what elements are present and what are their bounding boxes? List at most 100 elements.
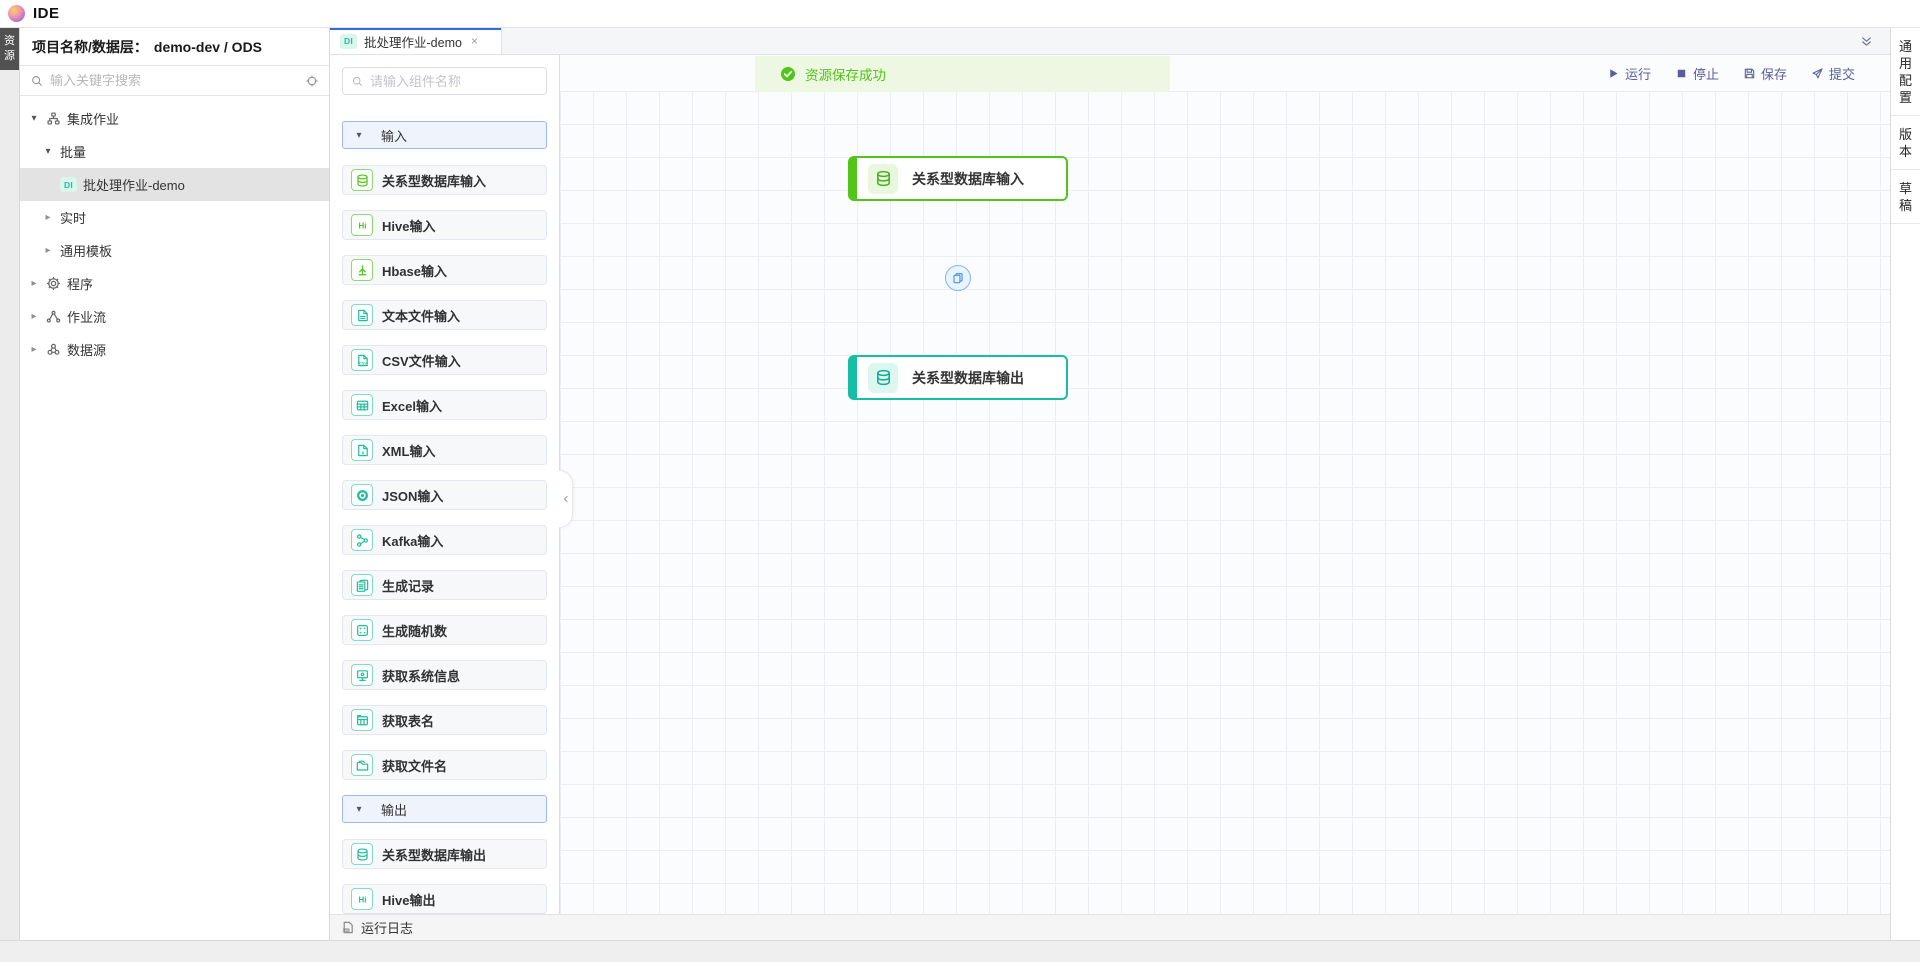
- tree-item[interactable]: ▸作业流: [20, 300, 329, 333]
- palette-item-label: Kafka输入: [382, 533, 444, 549]
- tree-item-label: 批量: [60, 145, 87, 160]
- chevron-right-icon[interactable]: ▸: [31, 344, 37, 355]
- tree-item-label: 实时: [60, 211, 87, 226]
- chevron-down-icon[interactable]: ▾: [31, 113, 37, 124]
- run-log-label: 运行日志: [361, 921, 414, 936]
- tree-item[interactable]: ▸通用模板: [20, 234, 329, 267]
- palette-item[interactable]: Hive输入: [342, 210, 547, 240]
- dice-icon: [351, 619, 373, 641]
- palette-item[interactable]: 获取文件名: [342, 750, 547, 780]
- tree-item-label: 集成作业: [67, 112, 120, 127]
- palette-item-label: 获取文件名: [382, 758, 448, 774]
- palette-item-label: 生成记录: [382, 578, 435, 594]
- tab-batch-job-demo[interactable]: DI 批处理作业-demo ×: [330, 28, 502, 54]
- palette-search-input[interactable]: [370, 73, 538, 89]
- hbase-icon: [355, 263, 370, 278]
- palette-item[interactable]: 生成记录: [342, 570, 547, 600]
- db-icon: [351, 843, 373, 865]
- tree-item[interactable]: ▾ 批量: [20, 135, 329, 168]
- hive-icon: [351, 214, 373, 236]
- node-relational-db-output[interactable]: 关系型数据库输出: [848, 355, 1068, 400]
- palette-item[interactable]: 生成随机数: [342, 615, 547, 645]
- send-button[interactable]: 提交: [1811, 64, 1855, 83]
- palette-item-label: Hive输出: [382, 892, 436, 908]
- palette-item[interactable]: 文本文件输入: [342, 300, 547, 330]
- tool-button-label: 提交: [1828, 66, 1855, 82]
- chevron-down-icon[interactable]: ▾: [45, 146, 51, 157]
- database-input-icon: [868, 163, 898, 194]
- palette-item-label: 文本文件输入: [382, 308, 461, 324]
- chevron-right-icon[interactable]: ▸: [31, 278, 37, 289]
- right-tab[interactable]: 草稿: [1891, 170, 1920, 224]
- chevron-down-icon: ▾: [356, 803, 362, 815]
- palette-item[interactable]: 获取系统信息: [342, 660, 547, 690]
- db-icon: [355, 847, 370, 862]
- edge-copy-badge[interactable]: [945, 265, 971, 291]
- palette-item-label: Excel输入: [382, 398, 442, 414]
- palette-item[interactable]: JSON输入: [342, 480, 547, 510]
- hive-icon: [355, 892, 370, 907]
- palette-item[interactable]: Kafka输入: [342, 525, 547, 555]
- project-layer-value: demo-dev / ODS: [153, 39, 263, 55]
- hive-icon: [355, 218, 370, 233]
- doc-icon: [355, 308, 370, 323]
- save-button[interactable]: 保存: [1743, 64, 1787, 83]
- palette-item[interactable]: XML输入: [342, 435, 547, 465]
- palette-item[interactable]: 关系型数据库输入: [342, 165, 547, 195]
- play-button[interactable]: 运行: [1607, 64, 1651, 83]
- stop-button[interactable]: 停止: [1675, 64, 1719, 83]
- palette-item[interactable]: 关系型数据库输出: [342, 839, 547, 869]
- canvas-grid[interactable]: 关系型数据库输入 关系型数据库输出: [559, 91, 1890, 914]
- app-header: IDE: [0, 0, 1920, 28]
- right-tab[interactable]: 通用配置: [1891, 28, 1920, 116]
- check-circle-icon: [780, 66, 796, 82]
- palette-item[interactable]: Hbase输入: [342, 255, 547, 285]
- search-icon: [351, 75, 364, 88]
- palette-collapse-handle[interactable]: [559, 470, 573, 528]
- palette-item-label: 获取系统信息: [382, 668, 461, 684]
- palette-item[interactable]: 获取表名: [342, 705, 547, 735]
- search-icon: [30, 74, 44, 88]
- palette-item[interactable]: Hive输出: [342, 884, 547, 914]
- status-footer: [0, 940, 1920, 962]
- tool-button-label: 保存: [1760, 66, 1787, 82]
- database-output-icon: [868, 362, 898, 393]
- palette-item-label: CSV文件输入: [382, 353, 461, 369]
- tree-item[interactable]: ▸数据源: [20, 333, 329, 366]
- run-log-bar[interactable]: 运行日志: [330, 914, 1890, 940]
- hbase-icon: [351, 259, 373, 281]
- tree-item[interactable]: ▸ 实时: [20, 201, 329, 234]
- chevron-right-icon[interactable]: ▸: [31, 311, 37, 322]
- tree-item[interactable]: ▾ 集成作业: [20, 102, 329, 135]
- palette-item[interactable]: Excel输入: [342, 390, 547, 420]
- collapse-panels-icon[interactable]: [1859, 28, 1874, 54]
- right-rail: 通用配置版本草稿: [1890, 28, 1920, 940]
- palette-item-label: 关系型数据库输出: [382, 847, 487, 863]
- node-label: 关系型数据库输入: [912, 170, 1024, 187]
- tab-close-icon[interactable]: ×: [470, 34, 478, 48]
- palette-section-header[interactable]: ▾输出: [342, 795, 547, 823]
- stop-icon: [1675, 67, 1688, 80]
- explorer-header: 项目名称/数据层：demo-dev / ODS: [20, 28, 329, 66]
- explorer-search-input[interactable]: [50, 73, 299, 88]
- chevron-right-icon[interactable]: ▸: [45, 245, 51, 256]
- palette-section-header[interactable]: ▾输入: [342, 121, 547, 149]
- node-relational-db-input[interactable]: 关系型数据库输入: [848, 156, 1068, 201]
- locate-icon[interactable]: [305, 74, 319, 88]
- rail-tab-resources[interactable]: 资源: [0, 28, 19, 70]
- tool-button-label: 停止: [1692, 66, 1719, 82]
- di-badge: DI: [60, 177, 77, 192]
- palette-item[interactable]: CSV文件输入: [342, 345, 547, 375]
- palette-list: ▾输入关系型数据库输入 Hive输入 Hbase输入文本文件输入 CSV文件输入 Exc…: [342, 121, 547, 914]
- monitor-icon: [355, 668, 370, 683]
- flow-canvas[interactable]: 运行 停止 保存 提交 资源保存成功 关系型数据库输入: [559, 55, 1890, 914]
- success-toast: 资源保存成功: [755, 56, 1170, 92]
- chevron-right-icon[interactable]: ▸: [45, 212, 51, 223]
- tree-item[interactable]: ▸程序: [20, 267, 329, 300]
- right-tab[interactable]: 版本: [1891, 116, 1920, 170]
- json-icon: [351, 484, 373, 506]
- app-title: IDE: [33, 5, 60, 22]
